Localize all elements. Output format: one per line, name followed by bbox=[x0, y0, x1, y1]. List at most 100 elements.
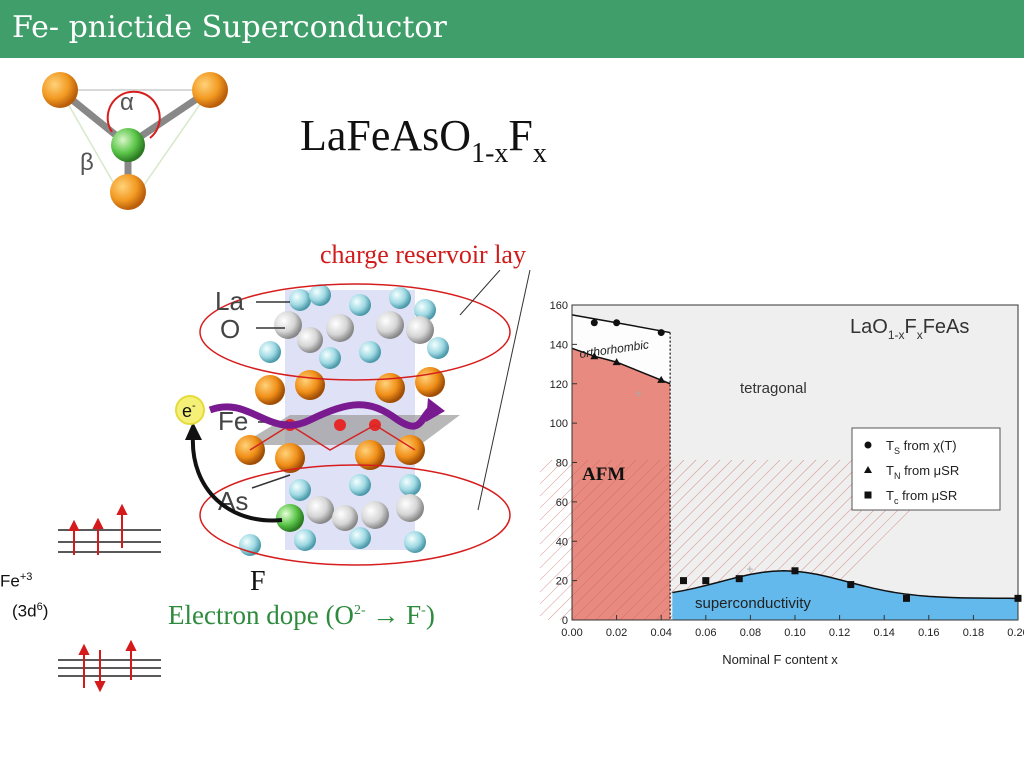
hatch-line bbox=[559, 459, 721, 621]
hatch-line bbox=[583, 459, 745, 621]
afm-region bbox=[572, 348, 671, 620]
legend-label: Tc from μSR bbox=[886, 488, 957, 506]
x-tick-label: 0.14 bbox=[873, 627, 894, 639]
tn-data-point bbox=[612, 358, 621, 366]
tn-boundary bbox=[571, 347, 671, 385]
x-tick-label: 0.00 bbox=[561, 627, 582, 639]
tc-data-point bbox=[735, 575, 743, 583]
y-tick-label: 20 bbox=[556, 576, 568, 588]
tc-data-point bbox=[903, 594, 910, 602]
ts-data-point bbox=[657, 329, 665, 337]
o-label: O bbox=[220, 314, 240, 344]
legend-marker bbox=[864, 491, 872, 499]
as-leader bbox=[251, 474, 291, 489]
slide-title-bar: Fe- pnictide Superconductor bbox=[0, 0, 1024, 58]
hatch-line bbox=[540, 459, 649, 569]
crystal-structure: La O Fe As e- bbox=[175, 270, 531, 566]
tc-data-point bbox=[847, 581, 855, 589]
y-tick-label: 120 bbox=[550, 379, 568, 391]
hatch-line bbox=[595, 459, 757, 621]
superconductivity-label: superconductivity bbox=[695, 595, 811, 612]
electron-dope-text: Electron dope (O2- → F-) bbox=[168, 600, 435, 630]
y-tick-label: 40 bbox=[556, 536, 568, 548]
hatch-line bbox=[571, 459, 733, 621]
reservoir-ellipse-top bbox=[199, 283, 511, 381]
beta-label: β bbox=[80, 149, 94, 176]
ts-data-point bbox=[613, 319, 621, 327]
x-tick-label: 0.10 bbox=[784, 627, 805, 639]
x-tick-label: 0.08 bbox=[740, 627, 761, 639]
arsenic-atom bbox=[192, 72, 228, 108]
hatch-line bbox=[540, 459, 673, 593]
hatch-line bbox=[540, 459, 685, 605]
tc-data-point bbox=[680, 577, 687, 585]
x-tick-label: 0.12 bbox=[829, 627, 850, 639]
f-to-electron-arrow bbox=[190, 434, 283, 523]
y-tick-label: 0 bbox=[562, 615, 568, 627]
tn-data-point bbox=[590, 352, 599, 360]
tc-data-point bbox=[791, 567, 799, 575]
hatch-line bbox=[619, 459, 781, 621]
hatch-line bbox=[540, 459, 601, 521]
d6-label: (3d6) bbox=[12, 601, 49, 621]
legend-marker bbox=[864, 466, 872, 473]
formula-subscript-2: x bbox=[532, 138, 547, 169]
x-axis-label: Nominal F content x bbox=[722, 652, 838, 667]
formula-fluorine: F bbox=[508, 111, 533, 160]
x-tick-label: 0.18 bbox=[963, 627, 984, 639]
hatch-line bbox=[540, 459, 577, 497]
x-tick-label: 0.04 bbox=[650, 627, 671, 639]
legend-marker bbox=[864, 441, 872, 449]
formula-main: LaFeAsO bbox=[300, 111, 472, 160]
electron-label: e- bbox=[182, 400, 196, 421]
x-tick-label: 0.02 bbox=[606, 627, 627, 639]
iron-atom bbox=[111, 128, 145, 162]
gray-data-point: + bbox=[746, 562, 753, 576]
formula-subscript-1: 1-x bbox=[471, 138, 509, 169]
slide-title: Fe- pnictide Superconductor bbox=[12, 10, 447, 45]
hatch-line bbox=[540, 459, 589, 509]
electron-path-arrow bbox=[208, 401, 433, 430]
y-tick-label: 60 bbox=[556, 497, 568, 509]
bond-angle-arc bbox=[106, 90, 161, 139]
arsenic-atom bbox=[42, 72, 78, 108]
x-tick-label: 0.06 bbox=[695, 627, 716, 639]
fluorine-atom bbox=[276, 504, 304, 532]
hatch-line bbox=[631, 459, 793, 621]
tc-dome-line bbox=[672, 570, 1019, 600]
fluorine-label: F bbox=[250, 566, 266, 597]
phase-diagram-chart: 0.00 0.02 0.04 0.06 0.08 0.10 0.12 0.14 0.16 0.18… bbox=[540, 300, 1024, 667]
tetragonal-label: tetragonal bbox=[740, 380, 807, 397]
afm-label: AFM bbox=[582, 464, 625, 485]
hatch-line bbox=[540, 459, 661, 581]
tc-data-point bbox=[702, 577, 710, 585]
x-tick-label: 0.20 bbox=[1007, 627, 1024, 639]
arrow-head-icon bbox=[185, 422, 202, 440]
alpha-label: α bbox=[120, 89, 134, 116]
reservoir-callout-line bbox=[477, 270, 531, 511]
y-tick-label: 160 bbox=[550, 300, 568, 312]
hatch-line bbox=[540, 459, 613, 533]
ts-data-point bbox=[590, 319, 598, 327]
arrow-head-icon bbox=[426, 398, 445, 422]
hatch-line bbox=[607, 459, 769, 621]
bottom-layer-atoms bbox=[239, 474, 426, 556]
hatch-line bbox=[540, 459, 553, 473]
energy-levels-bottom bbox=[58, 640, 161, 693]
y-tick-label: 140 bbox=[550, 339, 568, 351]
energy-levels-top bbox=[58, 503, 161, 555]
arsenic-atom bbox=[110, 174, 146, 210]
x-tick-label: 0.16 bbox=[918, 627, 939, 639]
top-layer-atoms bbox=[259, 284, 449, 369]
hatch-line bbox=[540, 459, 625, 545]
feas-layer-atoms bbox=[235, 367, 445, 473]
electron-icon bbox=[175, 395, 205, 425]
chart-title: LaO1-xFxFeAs bbox=[850, 316, 969, 342]
legend-label: TS from χ(T) bbox=[886, 438, 957, 456]
y-tick-label: 80 bbox=[556, 458, 568, 470]
gray-data-point: + bbox=[635, 387, 642, 401]
reservoir-callout-line bbox=[459, 270, 501, 316]
tn-data-point bbox=[657, 375, 666, 383]
charge-reservoir-label: charge reservoir lay bbox=[320, 240, 526, 269]
hatch-line bbox=[540, 459, 697, 617]
